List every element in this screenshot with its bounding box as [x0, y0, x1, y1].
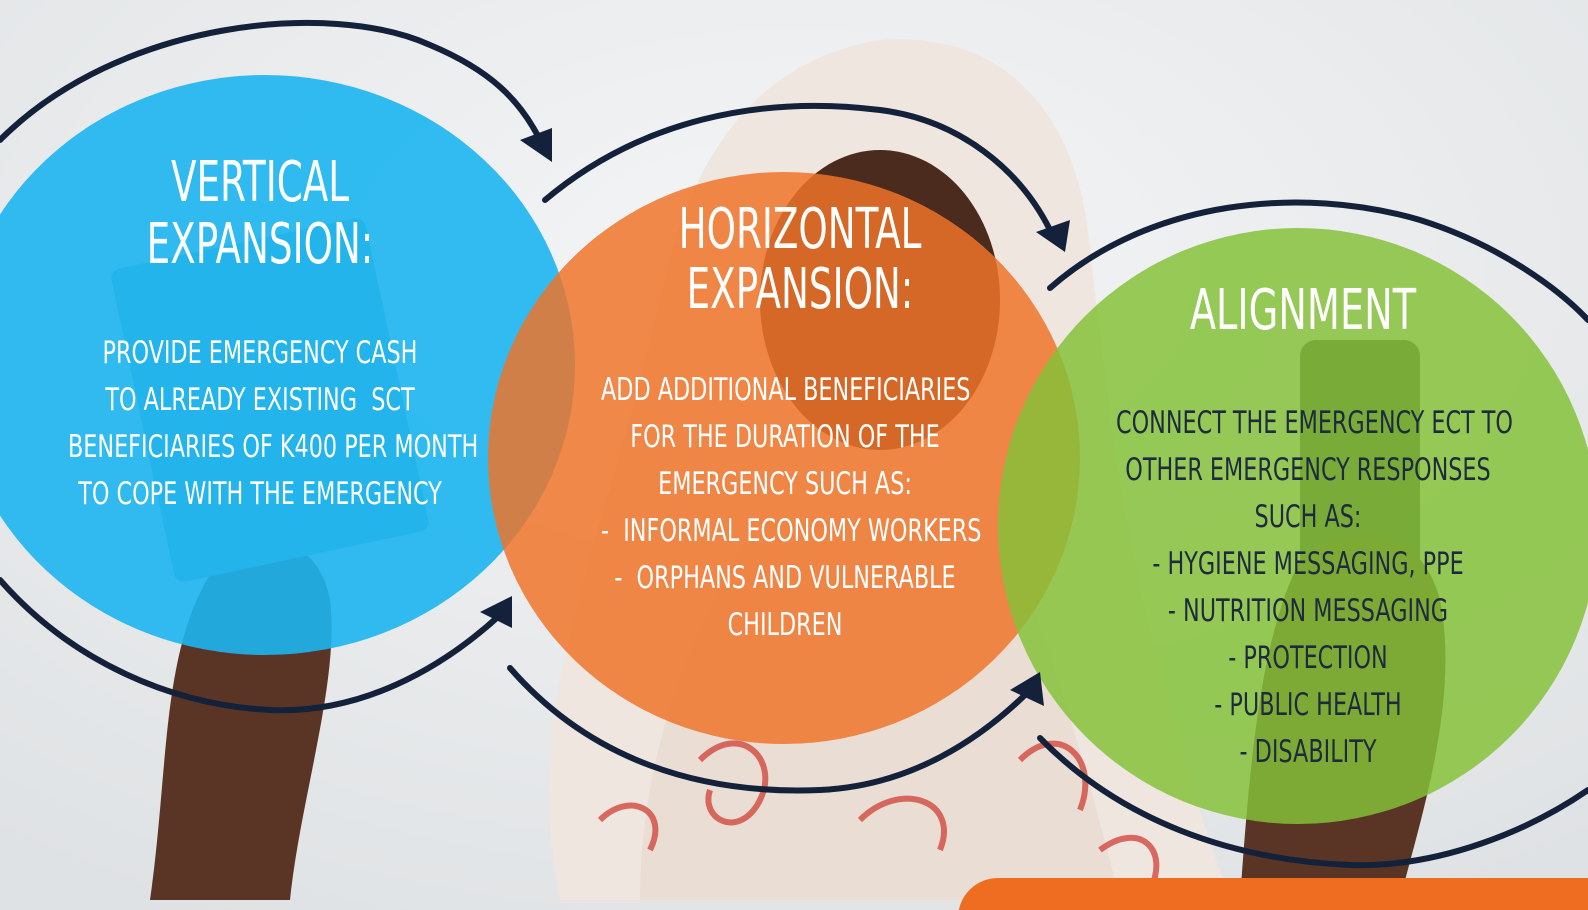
horizontal-expansion-circle — [488, 172, 1080, 744]
body-line: Add additional beneficiaries — [601, 372, 971, 408]
body-line: children — [727, 607, 843, 643]
title-line: Vertical — [171, 150, 349, 215]
body-line: Connect the emergency ECT to — [1116, 405, 1513, 441]
alignment-circle — [998, 228, 1588, 824]
body-line: for the duration of the — [630, 419, 940, 455]
body-line: - disability — [1239, 734, 1377, 770]
vertical-expansion-body: Provide emergency cash to already existi… — [68, 330, 479, 518]
body-line: - nutrition messaging — [1167, 593, 1449, 629]
body-line: to already existing SCT — [105, 382, 415, 418]
footer-accent-bar — [958, 878, 1588, 910]
body-line: such as: — [1254, 499, 1362, 535]
title-line: expansion: — [146, 212, 374, 277]
vertical-expansion-title: Vertical expansion: — [112, 152, 408, 276]
body-line: to cope with the emergency — [78, 476, 442, 512]
body-line: - orphans and vulnerable — [614, 560, 956, 596]
alignment-body: Connect the emergency ECT to other emerg… — [1116, 400, 1513, 776]
body-line: - protection — [1228, 640, 1388, 676]
alignment-title: Alignment — [1151, 280, 1455, 342]
body-line: - hygiene messaging, PPE — [1152, 546, 1464, 582]
body-line: emergency such as: — [658, 466, 912, 502]
horizontal-expansion-body: Add additional beneficiaries for the dur… — [601, 367, 982, 649]
horizontal-expansion-title: Horizontal expansion: — [652, 200, 948, 320]
title-line: Horizontal — [678, 197, 922, 262]
body-line: Provide emergency cash — [102, 335, 418, 371]
body-line: beneficiaries of K400 per month — [68, 429, 479, 465]
body-line: - public health — [1214, 687, 1402, 723]
body-line: other emergency responses — [1125, 452, 1491, 488]
title-line: Alignment — [1189, 278, 1417, 343]
body-line: - informal economy workers — [601, 513, 982, 549]
title-line: expansion: — [686, 257, 914, 322]
vertical-expansion-circle — [0, 75, 575, 655]
